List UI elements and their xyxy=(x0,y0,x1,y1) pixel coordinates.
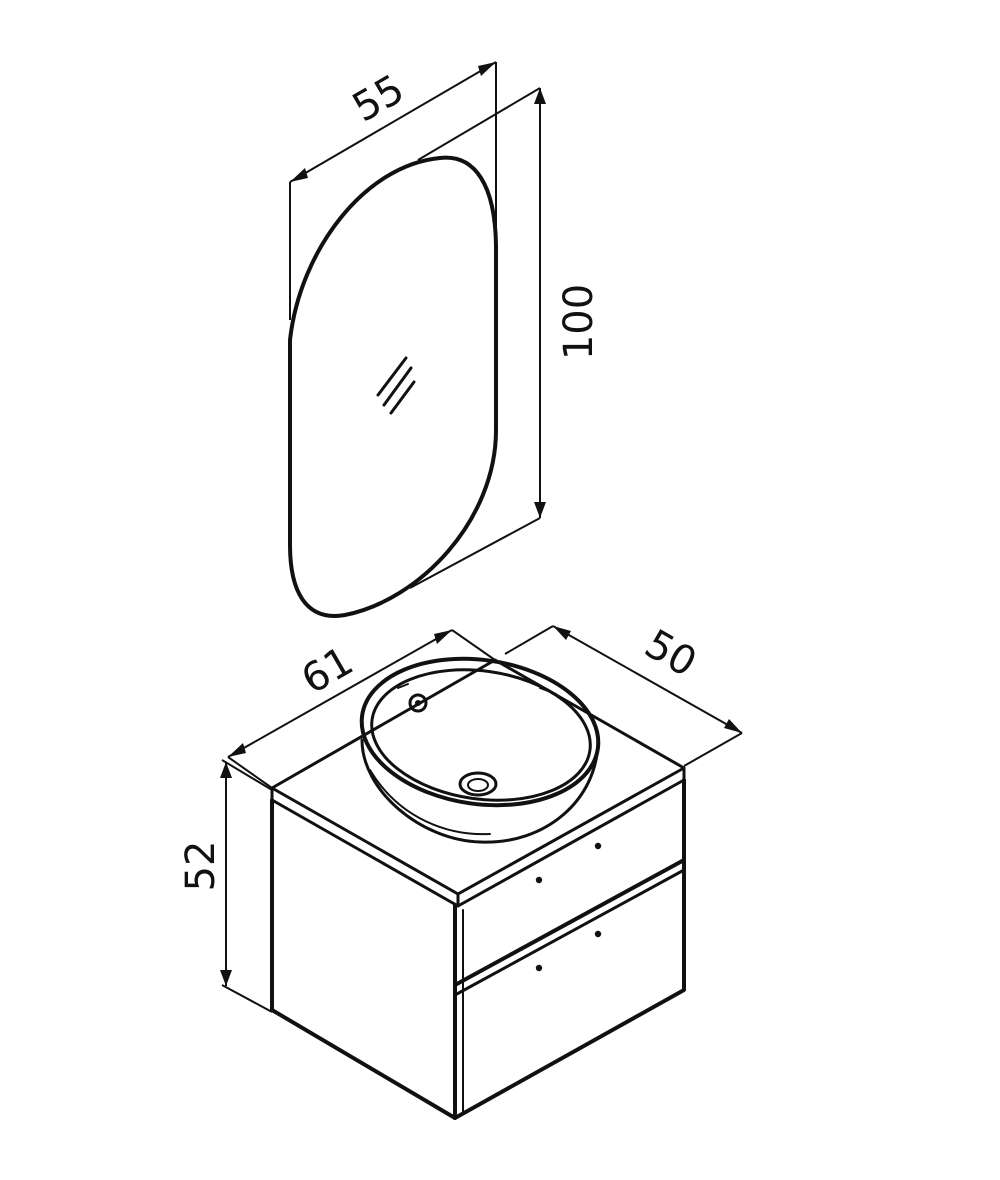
cabinet-height-label: 52 xyxy=(178,841,224,892)
cabinet-depth-label: 50 xyxy=(637,621,704,686)
drawer-knob xyxy=(535,876,543,884)
drawer-knob xyxy=(594,930,602,938)
countertop-edge xyxy=(270,766,686,908)
cabinet-height-dimension: 52 xyxy=(178,759,273,1013)
vanity-cabinet xyxy=(270,658,686,1120)
basin-body xyxy=(360,738,600,844)
cabinet-depth-dimension: 50 xyxy=(504,621,743,767)
drawer-divider xyxy=(453,858,686,987)
mirror-width-dimension: 55 xyxy=(289,61,497,320)
mirror-width-label: 55 xyxy=(345,66,412,131)
basin-inner-rim xyxy=(370,668,592,802)
vessel-basin xyxy=(359,656,601,844)
cabinet-front xyxy=(453,778,686,1120)
mirror-height-label: 100 xyxy=(556,284,602,360)
mirror-outline xyxy=(288,155,498,618)
drawer-knob xyxy=(535,964,543,972)
drain-icon xyxy=(458,771,498,797)
overflow-hole-icon xyxy=(408,693,428,713)
drawer-knob xyxy=(594,842,602,850)
cabinet-left-side xyxy=(270,798,457,1120)
cabinet-width-label: 61 xyxy=(294,638,361,703)
mirror xyxy=(288,155,498,618)
mirror-height-dimension: 100 xyxy=(409,87,602,589)
mirror-reflection-icon xyxy=(376,356,416,415)
countertop-top-face xyxy=(270,658,686,896)
